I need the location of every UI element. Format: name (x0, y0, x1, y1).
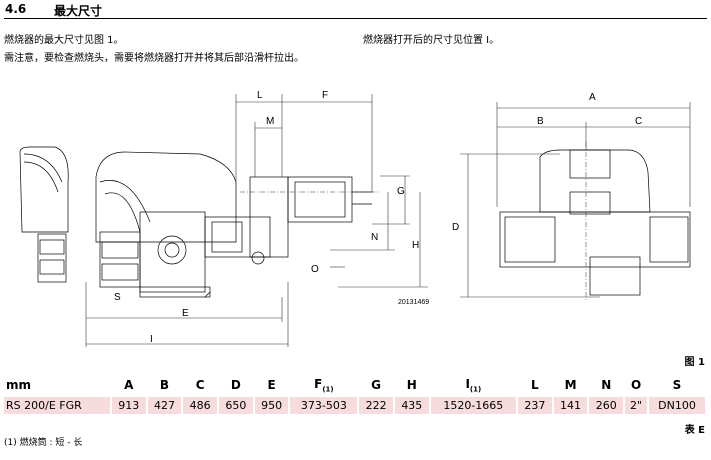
label-N: N (371, 232, 378, 243)
table-header-row: mm A B C D E F(1) G H I(1) L M N O S (4, 375, 706, 397)
table-header-col: M (564, 378, 577, 393)
table-cell: 2" (624, 397, 650, 415)
drawing-code: 20131469 (398, 299, 429, 306)
table-cell: DN100 (648, 397, 707, 415)
table-header-col: O (630, 378, 642, 393)
table-cell: 427 (146, 397, 184, 415)
label-O: O (311, 264, 319, 275)
table-cell: 141 (552, 397, 590, 415)
table-cell: 913 (110, 397, 148, 415)
figure-label: 图 1 (684, 357, 705, 368)
table-header-unit: mm (6, 378, 32, 393)
paragraph-left-1: 燃烧器的最大尺寸见图 1。 (4, 35, 124, 46)
table-header-col: N (601, 378, 612, 393)
table-header-col: L (531, 378, 539, 393)
table-header-col: E (267, 378, 276, 393)
label-E: E (182, 308, 189, 319)
label-C: C (635, 116, 642, 127)
table-row: RS 200/E FGR 913 427 486 650 950 373-503… (4, 397, 707, 415)
label-F: F (322, 90, 328, 101)
label-S: S (114, 292, 121, 303)
footnote: (1) 燃烧筒 : 短 - 长 (4, 438, 83, 448)
table-header-col: D (230, 378, 241, 393)
table-label: 表 E (684, 425, 705, 436)
burner-front-view (460, 102, 691, 302)
section-title: 最大尺寸 (54, 4, 103, 18)
table-cell: 222 (358, 397, 395, 415)
paragraph-right-1: 燃烧器打开后的尺寸见位置 I。 (363, 35, 500, 46)
table-header-col-F: F(1) (314, 377, 334, 394)
table-cell: 950 (253, 397, 291, 415)
table-cell-model: RS 200/E FGR (4, 397, 112, 415)
table-header-col-I: I(1) (465, 377, 482, 394)
table-header-col: S (672, 378, 682, 393)
label-L: L (257, 90, 263, 101)
dimensions-table: mm A B C D E F(1) G H I(1) L M N O S RS … (4, 375, 707, 415)
table-header-col: A (124, 378, 134, 393)
table-cell: 260 (588, 397, 626, 415)
table-cell: 650 (218, 397, 255, 415)
table-header-col: C (195, 378, 205, 393)
label-I: I (150, 334, 153, 345)
label-B: B (537, 116, 544, 127)
table-header-col: H (406, 378, 417, 393)
paragraph-left-2: 需注意，要检查燃烧头，需要将燃烧器打开并将其后部沿滑杆拉出。 (4, 53, 304, 64)
table-cell: 1520-1665 (429, 397, 518, 415)
table-header-col: G (371, 378, 382, 393)
label-A: A (589, 92, 596, 103)
label-H: H (412, 240, 419, 251)
burner-dimension-drawing: L F M G N H O S E I A B C D 20131469 (19, 90, 691, 347)
burner-open-view (19, 146, 69, 283)
section-number: 4.6 (5, 2, 27, 16)
table-cell: 486 (182, 397, 220, 415)
table-header-col: B (159, 378, 170, 393)
label-M: M (266, 116, 274, 127)
label-G: G (397, 186, 405, 197)
table-cell: 237 (516, 397, 554, 415)
table-cell: 373-503 (289, 397, 360, 415)
burner-side-view (85, 94, 428, 347)
table-cell: 435 (393, 397, 431, 415)
section-header: 4.6 最大尺寸 (4, 2, 707, 19)
label-D: D (452, 222, 459, 233)
